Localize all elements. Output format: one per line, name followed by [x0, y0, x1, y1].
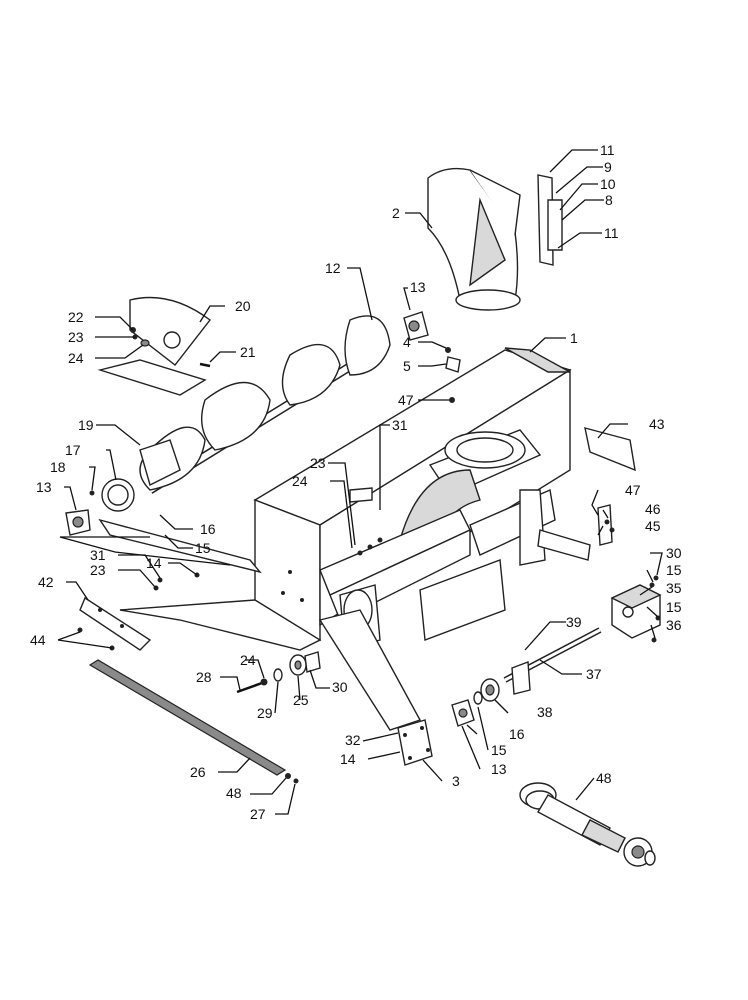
label-16-left: 16: [200, 521, 216, 537]
label-47-mid: 47: [398, 392, 414, 408]
label-48-bottom: 48: [226, 785, 242, 801]
label-31-mid: 31: [392, 417, 408, 433]
auger-assembly: [97, 296, 391, 494]
label-3: 3: [452, 773, 460, 789]
leader-lines: [57, 149, 663, 815]
label-16-bottom: 16: [509, 726, 525, 742]
label-19: 19: [78, 417, 94, 433]
discharge-chute: [427, 167, 563, 311]
label-14-bottom: 14: [340, 751, 356, 767]
blower-housing: [253, 347, 591, 731]
label-11-bottom: 11: [604, 225, 619, 241]
label-23-mid: 23: [310, 455, 326, 471]
label-24-bottom: 24: [240, 652, 256, 668]
label-15-right-top: 15: [666, 562, 682, 578]
label-24-top: 24: [68, 350, 84, 366]
label-45: 45: [645, 518, 661, 534]
label-46: 46: [645, 501, 661, 517]
label-25: 25: [293, 692, 309, 708]
label-29: 29: [257, 705, 273, 721]
label-13-left: 13: [36, 479, 52, 495]
label-37: 37: [586, 666, 602, 682]
label-8: 8: [605, 192, 613, 208]
label-9: 9: [604, 159, 612, 175]
callout-labels: 1 2 3 4 5 8 9 10 11 11 12 13 13 13 14 14…: [30, 142, 682, 822]
label-14-left: 14: [146, 555, 162, 571]
label-20: 20: [235, 298, 251, 314]
label-11-top: 11: [600, 142, 615, 158]
label-42: 42: [38, 574, 54, 590]
label-43: 43: [649, 416, 665, 432]
label-15-right-mid: 15: [666, 599, 682, 615]
hardware-parts: [65, 311, 662, 867]
label-31-left: 31: [90, 547, 106, 563]
label-5: 5: [403, 358, 411, 374]
label-47-right: 47: [625, 482, 641, 498]
label-15-bottom: 15: [491, 742, 507, 758]
label-23-left: 23: [90, 562, 106, 578]
label-22: 22: [68, 309, 84, 325]
label-24-mid: 24: [292, 473, 308, 489]
label-38: 38: [537, 704, 553, 720]
label-17: 17: [65, 442, 81, 458]
label-13-top: 13: [410, 279, 426, 295]
label-26: 26: [190, 764, 206, 780]
label-23-top: 23: [68, 329, 84, 345]
label-48-right: 48: [596, 770, 612, 786]
label-12: 12: [325, 260, 341, 276]
label-18: 18: [50, 459, 66, 475]
label-13-bottom: 13: [491, 761, 507, 777]
label-39: 39: [566, 614, 582, 630]
label-2: 2: [392, 205, 400, 221]
label-30-right: 30: [666, 545, 682, 561]
label-32: 32: [345, 732, 361, 748]
label-21: 21: [240, 344, 256, 360]
label-36: 36: [666, 617, 682, 633]
label-10: 10: [600, 176, 616, 192]
label-44: 44: [30, 632, 46, 648]
label-15-left: 15: [195, 540, 211, 556]
label-35: 35: [666, 580, 682, 596]
label-4: 4: [403, 334, 411, 350]
label-30-bottom: 30: [332, 679, 348, 695]
label-28: 28: [196, 669, 212, 685]
label-27: 27: [250, 806, 266, 822]
housing-base-rails: [98, 518, 322, 651]
label-1: 1: [570, 330, 578, 346]
